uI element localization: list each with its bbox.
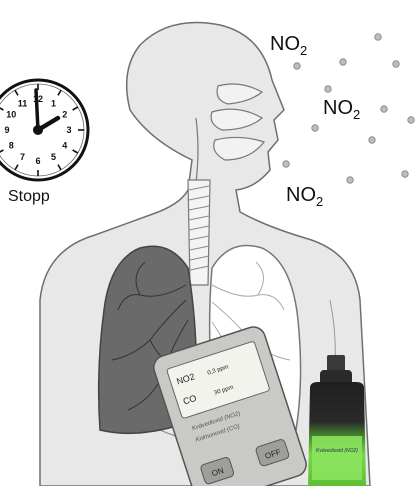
- clock-numeral: 2: [62, 110, 67, 120]
- clock-numeral: 7: [20, 152, 25, 162]
- no2-label-middle: NO2: [323, 97, 360, 122]
- bottle-label: Kvävedioxid (NO2): [316, 448, 358, 454]
- no2-label-top: NO2: [270, 33, 307, 58]
- clock-numeral: 11: [18, 98, 28, 108]
- clock-numeral: 3: [66, 125, 71, 135]
- no2-label-top-sub: 2: [300, 43, 307, 58]
- no2-label-middle-sub: 2: [353, 107, 360, 122]
- no2-label-bottom-sub: 2: [316, 194, 323, 209]
- clock-numeral: 9: [4, 125, 9, 135]
- no2-label-top-base: NO: [270, 33, 300, 55]
- no2-label-bottom-base: NO: [286, 184, 316, 206]
- clock-icon: 121234567891011: [0, 80, 88, 180]
- clock-caption: Stopp: [8, 188, 50, 206]
- clock-numeral: 1: [51, 98, 56, 108]
- clock-minute-hand: [36, 90, 38, 130]
- no2-label-bottom: NO2: [286, 184, 323, 209]
- no2-label-middle-base: NO: [323, 97, 353, 119]
- clock-numeral: 5: [51, 152, 56, 162]
- clock-numeral: 6: [35, 156, 40, 166]
- clock-numeral: 8: [9, 141, 14, 151]
- clock-numeral: 10: [6, 110, 16, 120]
- trachea: [188, 180, 210, 285]
- clock-numeral: 4: [62, 141, 67, 151]
